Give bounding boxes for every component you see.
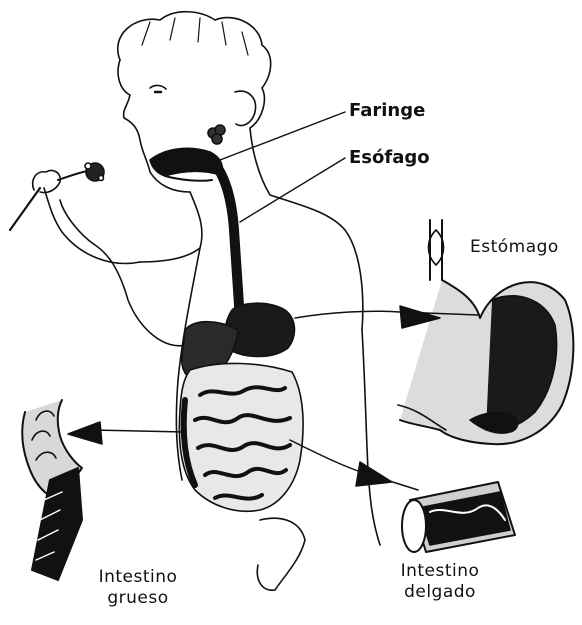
label-intestino-delgado-line1: Intestino xyxy=(385,561,495,582)
mouth-pharynx xyxy=(150,125,225,181)
intestines-body xyxy=(179,363,303,511)
esophagus xyxy=(212,160,240,320)
label-intestino-grueso-line1: Intestino xyxy=(88,567,188,588)
label-faringe: Faringe xyxy=(349,102,425,120)
small-intestine-detail xyxy=(402,482,515,552)
label-estomago: Estómago xyxy=(470,239,559,256)
esofago-leader xyxy=(240,158,345,222)
label-intestino-grueso-line2: grueso xyxy=(88,588,188,609)
label-intestino-grueso: Intestino grueso xyxy=(88,567,188,610)
label-esofago: Esófago xyxy=(349,149,430,167)
label-intestino-delgado-line2: delgado xyxy=(385,582,495,603)
large-intestine-detail xyxy=(22,400,82,580)
label-intestino-delgado: Intestino delgado xyxy=(385,561,495,604)
faringe-leader xyxy=(220,112,345,160)
